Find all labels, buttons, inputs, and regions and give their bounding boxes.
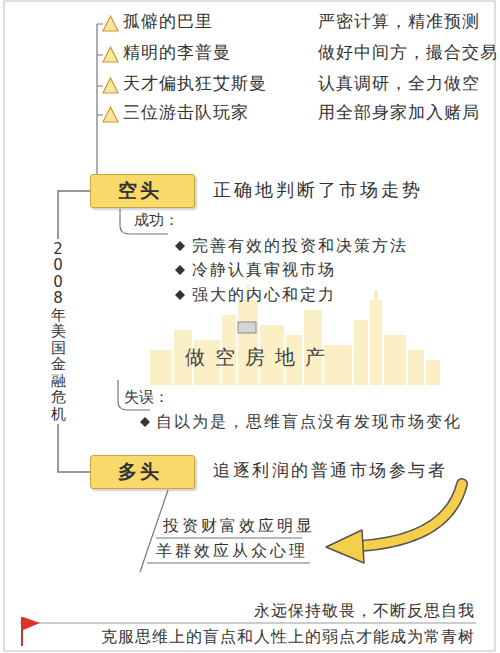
section-heading: 失误： <box>124 388 169 406</box>
strategy-note: 严密计算，精准预测 <box>318 11 480 31</box>
bullet-text: 冷静认真审视市场 <box>192 260 336 279</box>
page-frame <box>4 1 495 651</box>
strategy-note: 认真调研，全力做空 <box>318 73 480 93</box>
strategy-note: 做好中间方，撮合交易 <box>318 42 498 62</box>
node-description: 追逐利润的普通市场参与者 <box>213 460 447 480</box>
small-icon <box>238 322 256 333</box>
topic-box: 空头 <box>90 174 195 208</box>
strategy-note: 用全部身家加入赌局 <box>318 102 480 122</box>
topic-title: 空头 <box>118 178 162 204</box>
footer-note: 克服思维上的盲点和人性上的弱点才能成为常青树 <box>101 627 475 646</box>
vertical-title: 2008年美国金融危机 <box>50 239 67 425</box>
bullet-text: 自以为是，思维盲点没有发现市场变化 <box>156 412 462 431</box>
top-bracket <box>97 24 103 175</box>
topic-box: 多头 <box>90 455 195 489</box>
bullet-text: 强大的内心和定力 <box>192 285 336 304</box>
node-description: 正确地判断了市场走势 <box>213 179 423 201</box>
topic-title: 多头 <box>118 459 162 485</box>
bullet-text: 完善有效的投资和决策方法 <box>192 236 408 255</box>
footer-note: 永远保持敬畏，不断反思自我 <box>254 601 475 620</box>
curved-arrow <box>326 484 462 563</box>
skyline-watermark <box>150 285 440 385</box>
branch-text: 羊群效应从众心理 <box>156 541 308 560</box>
footer-rule <box>20 623 476 624</box>
person-name: 孤僻的巴里 <box>123 11 213 31</box>
watermark-caption: 做空房地产 <box>185 345 335 369</box>
triangle-icons <box>103 16 118 122</box>
red-flag <box>22 617 40 646</box>
person-name: 精明的李普曼 <box>123 42 231 62</box>
person-name: 三位游击队玩家 <box>123 102 249 122</box>
section-heading: 成功： <box>134 211 179 229</box>
person-name: 天才偏执狂艾斯曼 <box>123 73 267 93</box>
branch-text: 投资财富效应明显 <box>163 516 315 535</box>
